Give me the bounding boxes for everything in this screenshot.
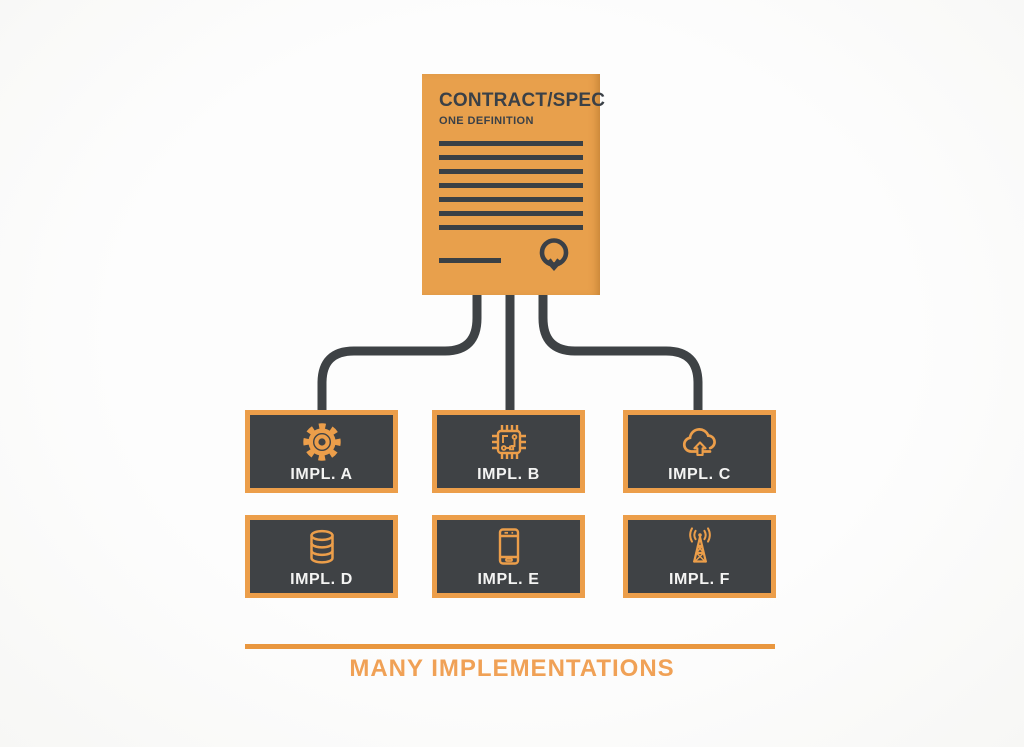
impl-f-box: IMPL. F bbox=[623, 515, 776, 598]
database-icon bbox=[309, 529, 334, 564]
award-seal-icon bbox=[539, 238, 569, 271]
radio-tower-icon bbox=[688, 527, 711, 563]
impl-e-box: IMPL. E bbox=[432, 515, 585, 598]
impl-label: IMPL. F bbox=[668, 571, 731, 588]
connector-left bbox=[317, 293, 482, 412]
impl-c-box: IMPL. C bbox=[623, 410, 776, 493]
footer-divider bbox=[245, 644, 775, 649]
impl-label: IMPL. D bbox=[290, 571, 353, 588]
contract-title: CONTRACT/SPEC bbox=[439, 90, 606, 111]
impl-b-box: IMPL. B bbox=[432, 410, 585, 493]
footer-caption: MANY IMPLEMENTATIONS bbox=[349, 655, 675, 682]
impl-label: IMPL. C bbox=[668, 466, 731, 483]
cloud-upload-icon bbox=[682, 428, 716, 457]
signature-line bbox=[439, 258, 501, 263]
impl-label: IMPL. B bbox=[477, 466, 540, 483]
contract-spec-card: CONTRACT/SPEC ONE DEFINITION bbox=[422, 74, 605, 295]
chip-icon bbox=[491, 425, 526, 459]
connector-right bbox=[538, 293, 703, 412]
smartphone-icon bbox=[498, 528, 519, 565]
impl-a-box: IMPL. A bbox=[245, 410, 398, 493]
document-text-lines bbox=[439, 141, 583, 239]
contract-subtitle: ONE DEFINITION bbox=[439, 115, 534, 127]
impl-label: IMPL. A bbox=[290, 466, 353, 483]
impl-d-box: IMPL. D bbox=[245, 515, 398, 598]
gear-icon bbox=[302, 423, 341, 461]
impl-label: IMPL. E bbox=[477, 571, 540, 588]
